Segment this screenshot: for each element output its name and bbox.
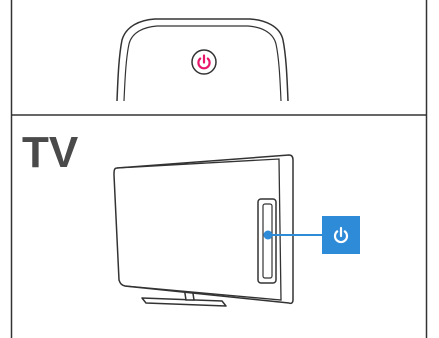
remote-body <box>116 18 289 102</box>
power-icon <box>197 54 211 70</box>
tv-illustration <box>113 154 294 307</box>
tv-power-button[interactable] <box>322 216 360 254</box>
remote-control <box>116 18 289 102</box>
remote-inner-outline <box>123 25 282 102</box>
tv-stand-base <box>141 297 227 307</box>
callout-dot <box>263 230 273 240</box>
tv-side-panel-inner <box>262 203 273 279</box>
remote-power-button[interactable] <box>191 49 217 75</box>
tv-label: TV <box>22 128 79 177</box>
power-icon <box>333 226 349 244</box>
tv-body <box>113 154 294 305</box>
tv-front-edge <box>116 158 282 301</box>
